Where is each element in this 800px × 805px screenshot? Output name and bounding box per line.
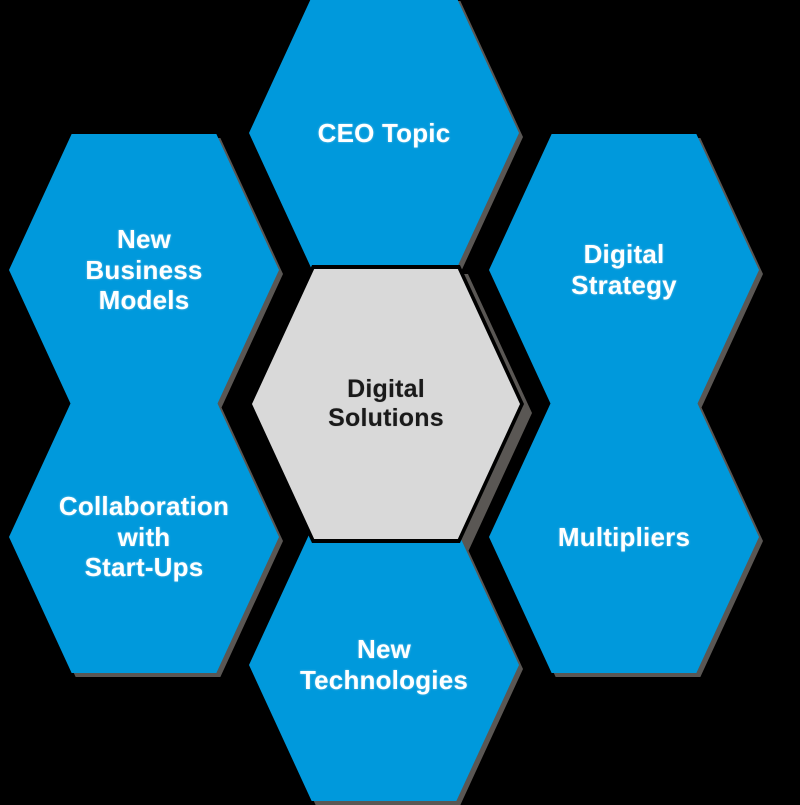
hexagon-multipliers[interactable]: Multipliers [489, 401, 759, 673]
hexagon-label-new-business-models: New Business Models [85, 223, 203, 316]
hexagon-ceo-topic[interactable]: CEO Topic [249, 0, 519, 269]
hexagon-digital-strategy[interactable]: Digital Strategy [489, 134, 759, 406]
hexagon-label-ceo-topic: CEO Topic [317, 117, 451, 148]
hexagon-new-business-models[interactable]: New Business Models [9, 134, 279, 406]
hexagon-new-technologies[interactable]: New Technologies [249, 529, 519, 801]
hexagon-label-new-technologies: New Technologies [299, 634, 469, 695]
hexagon-collaboration-with-start-ups[interactable]: Collaboration with Start-Ups [9, 401, 279, 673]
hexagon-label-multipliers: Multipliers [557, 521, 691, 552]
hexagon-label-digital-solutions: Digital Solutions [328, 374, 444, 433]
hexagon-digital-solutions[interactable]: Digital Solutions [252, 269, 520, 539]
hexagon-label-collaboration-with-start-ups: Collaboration with Start-Ups [58, 490, 230, 583]
hexagon-label-digital-strategy: Digital Strategy [571, 239, 677, 300]
